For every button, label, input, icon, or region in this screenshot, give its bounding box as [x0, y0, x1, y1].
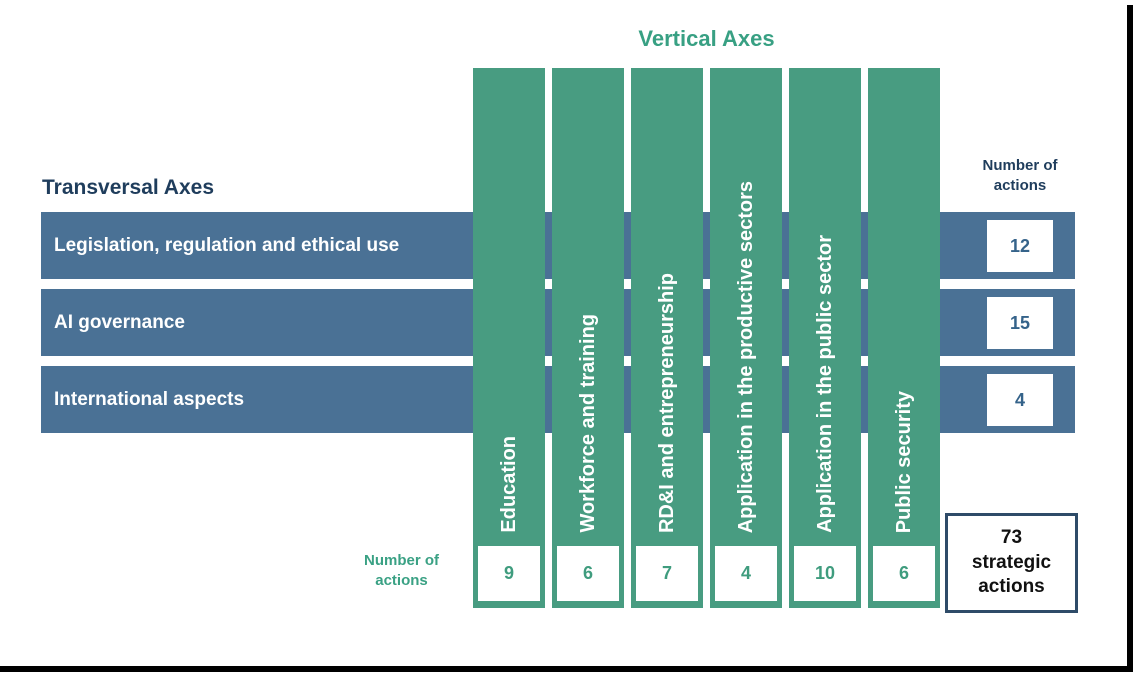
- vertical-column-rdi-entrepreneurship: RD&I and entrepreneurship 7: [631, 68, 703, 608]
- column-label-text: Public security: [892, 390, 915, 533]
- column-actions-box: 6: [557, 546, 619, 601]
- row-actions-value: 15: [1009, 312, 1031, 333]
- page-border-right: [1127, 5, 1133, 672]
- column-label-text: RD&I and entrepreneurship: [655, 272, 678, 533]
- vertical-column-public-security: Public security 6: [868, 68, 940, 608]
- row-actions-box: 4: [987, 374, 1053, 426]
- column-label-text: Workforce and training: [576, 314, 599, 533]
- column-actions-value: 7: [661, 563, 672, 583]
- column-actions-value: 9: [503, 563, 514, 583]
- column-label-text: Application in the productive sectors: [734, 180, 757, 533]
- column-actions-box: 9: [478, 546, 540, 601]
- column-actions-value: 6: [582, 563, 593, 583]
- column-label: RD&I and entrepreneurship: [631, 273, 703, 533]
- column-actions-box: 6: [873, 546, 935, 601]
- row-label: Legislation, regulation and ethical use: [54, 235, 400, 256]
- transversal-axes-title: Transversal Axes: [42, 176, 215, 199]
- column-actions-value: 10: [814, 563, 836, 583]
- column-actions-value: 4: [740, 563, 751, 583]
- vertical-column-productive-sectors: Application in the productive sectors 4: [710, 68, 782, 608]
- column-label: Workforce and training: [552, 314, 624, 533]
- row-label: AI governance: [54, 312, 185, 333]
- row-actions-box: 15: [987, 297, 1053, 349]
- column-label: Application in the public sector: [789, 235, 861, 533]
- vertical-column-workforce: Workforce and training 6: [552, 68, 624, 608]
- column-label: Public security: [868, 391, 940, 533]
- column-actions-box: 10: [794, 546, 856, 601]
- row-label: International aspects: [54, 389, 245, 410]
- vertical-column-education: Education 9: [473, 68, 545, 608]
- column-actions-value: 6: [898, 563, 909, 583]
- row-actions-value: 4: [1014, 389, 1025, 410]
- column-actions-box: 4: [715, 546, 777, 601]
- vertical-axes-title: Vertical Axes: [638, 26, 775, 51]
- vertical-column-public-sector: Application in the public sector 10: [789, 68, 861, 608]
- column-label: Education: [473, 436, 545, 533]
- row-actions-value: 12: [1009, 235, 1031, 256]
- page-border-bottom: [0, 666, 1133, 672]
- column-actions-box: 7: [636, 546, 698, 601]
- column-label-text: Education: [497, 436, 520, 533]
- bottom-number-of-actions-header: Number of actions: [364, 552, 439, 590]
- column-label: Application in the productive sectors: [710, 181, 782, 533]
- total-strategic-actions-box: 73 strategic actions: [945, 513, 1078, 613]
- column-label-text: Application in the public sector: [813, 235, 836, 533]
- right-number-of-actions-header: Number of actions: [982, 157, 1058, 195]
- row-actions-box: 12: [987, 220, 1053, 272]
